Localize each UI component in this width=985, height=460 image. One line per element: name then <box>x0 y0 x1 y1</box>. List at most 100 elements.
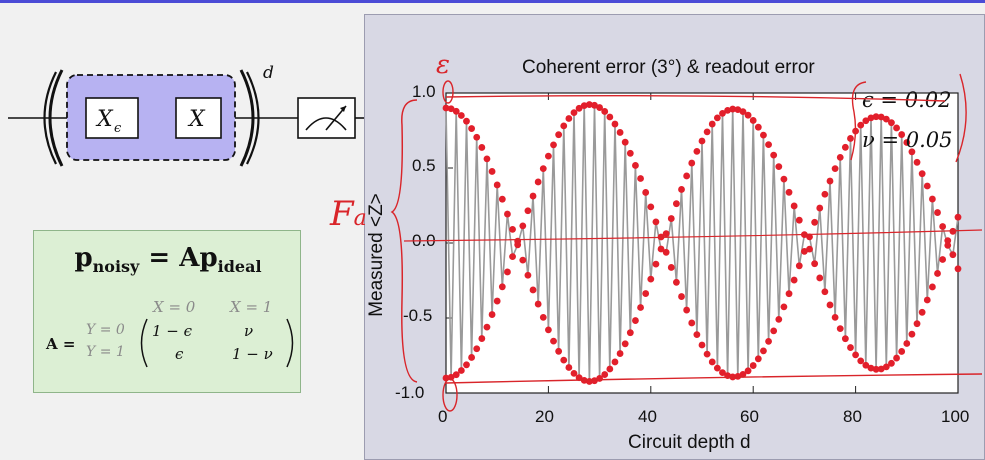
data-point-lower <box>493 297 501 305</box>
data-point-upper <box>775 163 783 171</box>
data-point-upper <box>662 230 670 238</box>
data-point-lower <box>918 308 926 316</box>
data-point-lower <box>765 338 772 345</box>
data-point-upper <box>760 131 767 139</box>
data-point-lower <box>539 314 547 321</box>
data-point-lower <box>452 371 460 379</box>
data-point-upper <box>713 114 721 122</box>
top-accent-line <box>0 0 985 3</box>
data-point-lower <box>514 241 522 249</box>
data-point-lower <box>642 290 650 297</box>
data-point-upper <box>939 223 947 230</box>
repeat-exponent: d <box>263 63 274 83</box>
data-point-lower <box>811 260 819 268</box>
data-point-lower <box>821 288 829 296</box>
data-point-upper <box>678 186 685 193</box>
data-point-lower <box>739 371 747 378</box>
data-point-upper <box>468 125 475 132</box>
data-point-lower <box>785 290 793 298</box>
data-point-upper <box>642 189 650 196</box>
data-point-upper <box>534 178 542 186</box>
data-point-lower <box>683 306 691 314</box>
data-point-upper <box>591 101 598 109</box>
formula-lhs: p <box>74 243 93 273</box>
data-point-lower <box>841 335 849 343</box>
data-point-upper <box>806 233 813 241</box>
data-point-lower <box>519 256 527 264</box>
data-point-upper <box>954 213 962 221</box>
data-point-lower <box>545 326 552 334</box>
y-tick--1: -1.0 <box>395 383 425 402</box>
ink-top-line <box>445 94 946 102</box>
data-point-upper <box>929 195 936 203</box>
data-point-upper <box>944 237 952 245</box>
data-point-upper <box>780 175 788 183</box>
data-point-lower <box>688 319 696 327</box>
matrix-label: A = <box>46 335 76 353</box>
formula-rhs-sub: ideal <box>217 257 262 277</box>
data-point-lower <box>913 320 921 328</box>
left-paren <box>48 69 64 167</box>
data-point-upper <box>493 181 501 189</box>
data-point-lower <box>667 264 675 271</box>
data-point-upper <box>447 105 455 113</box>
fa-subscript: a <box>353 206 367 231</box>
data-point-upper <box>744 111 752 119</box>
data-point-lower <box>611 358 619 366</box>
data-point-upper <box>565 115 573 122</box>
matrix-brackets <box>140 318 294 368</box>
data-point-upper <box>913 158 921 166</box>
data-point-upper <box>621 138 629 146</box>
data-point-upper <box>872 113 880 121</box>
gate-x-epsilon <box>85 97 139 139</box>
x-tick-100: 100 <box>941 407 970 426</box>
data-point-lower <box>775 315 783 323</box>
row-header-0: Y = 0 <box>86 322 125 338</box>
data-point-lower <box>524 271 532 279</box>
data-point-lower <box>637 304 644 311</box>
data-point-upper <box>529 192 537 200</box>
data-point-lower <box>591 377 598 385</box>
data-point-upper <box>918 170 926 178</box>
data-point-upper <box>667 215 675 222</box>
data-point-lower <box>616 350 624 357</box>
right-paren-2 <box>246 71 260 165</box>
data-point-upper <box>934 209 941 216</box>
data-point-upper <box>903 139 911 146</box>
data-point-upper <box>585 101 593 108</box>
data-point-lower <box>744 367 752 375</box>
data-point-lower <box>831 314 839 321</box>
noisy-formula: pnoisy = Apideal <box>34 243 302 276</box>
data-point-lower <box>565 364 573 371</box>
data-point-lower <box>693 331 701 339</box>
data-point-lower <box>657 245 665 253</box>
data-point-upper <box>893 124 900 132</box>
data-point-upper <box>673 200 680 208</box>
x-tick-20: 20 <box>535 407 554 426</box>
data-point-upper <box>754 123 762 131</box>
data-point-upper <box>862 117 870 125</box>
data-point-lower <box>647 275 655 283</box>
matrix-cell-10: ϵ <box>175 345 184 363</box>
data-point-lower <box>504 268 511 276</box>
data-point-lower <box>719 369 726 376</box>
data-point-upper <box>795 216 803 224</box>
data-point-lower <box>534 300 542 308</box>
y-tick--0.5: -0.5 <box>403 306 433 325</box>
data-point-upper <box>478 144 486 151</box>
data-point-upper <box>452 107 460 115</box>
data-point-upper <box>836 153 844 161</box>
data-point-upper <box>888 119 895 127</box>
data-point-upper <box>504 210 511 218</box>
data-point-lower <box>934 270 941 277</box>
data-point-upper <box>596 104 603 111</box>
data-point-lower <box>498 283 506 291</box>
data-point-lower <box>862 361 870 369</box>
x-tick-80: 80 <box>843 407 862 426</box>
data-point-lower <box>463 361 470 369</box>
data-point-upper <box>847 135 854 142</box>
data-point-lower <box>929 283 936 291</box>
data-point-upper <box>688 159 696 167</box>
data-point-upper <box>545 152 552 160</box>
data-point-upper <box>826 177 834 185</box>
